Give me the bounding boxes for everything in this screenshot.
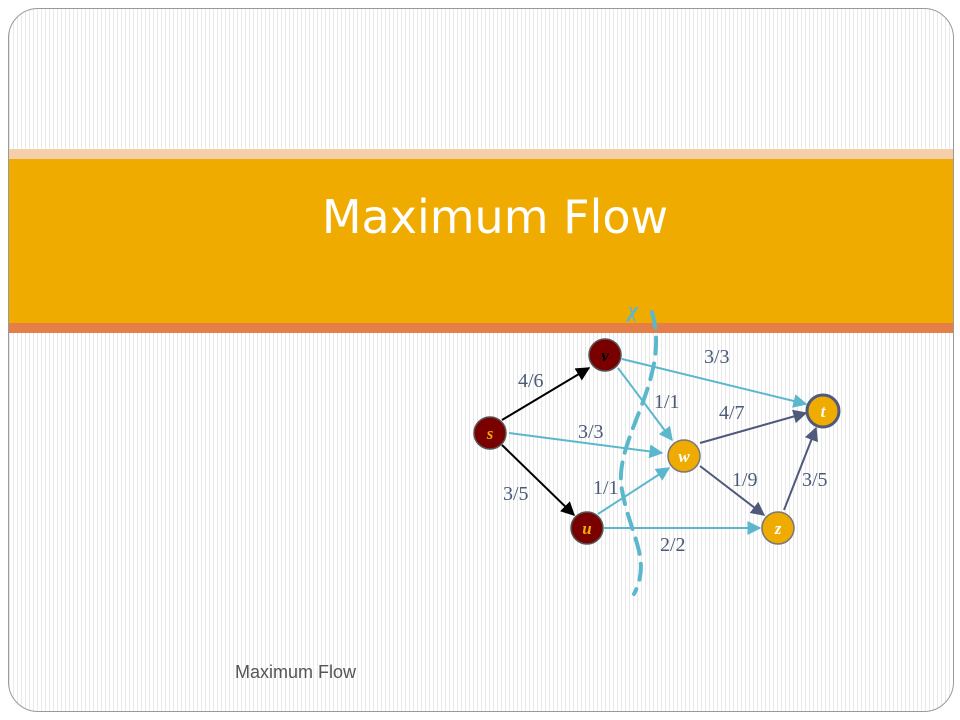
title-band-bottom-stripe	[9, 323, 953, 333]
edge-v-t	[621, 358, 808, 408]
edge-w-t	[699, 409, 808, 444]
edge-label-z-t: 3/5	[802, 469, 828, 491]
edge-label-s-v: 4/6	[518, 370, 544, 392]
edge-z-t	[783, 426, 818, 511]
node-u: u	[570, 511, 604, 545]
edge-w-z	[699, 465, 766, 516]
slide	[8, 8, 954, 712]
node-w: w	[667, 439, 701, 473]
edge-s-u	[501, 444, 576, 516]
edge-label-u-w: 1/1	[593, 477, 619, 499]
node-label-u: u	[582, 519, 591, 538]
node-label-v: v	[601, 346, 609, 365]
cut-label: χ	[625, 297, 639, 322]
slide-title: Maximum Flow	[321, 190, 669, 244]
edge-label-w-t: 4/7	[719, 402, 745, 424]
title-band-top-stripe	[9, 149, 953, 159]
cut-curve	[618, 310, 659, 596]
node-label-t: t	[821, 402, 827, 421]
node-label-s: s	[486, 424, 494, 443]
node-s: s	[473, 416, 507, 450]
edge-s-v	[501, 367, 591, 421]
slide-footer: Maximum Flow	[235, 662, 357, 682]
edge-label-v-w: 1/1	[654, 391, 680, 413]
node-label-w: w	[678, 447, 690, 466]
edge-v-w	[617, 367, 673, 442]
edge-label-w-z: 1/9	[732, 469, 758, 491]
node-z: z	[761, 511, 795, 545]
edge-label-v-t: 3/3	[704, 346, 730, 368]
edge-label-u-z: 2/2	[660, 534, 686, 556]
edge-label-s-w: 3/3	[578, 421, 604, 443]
node-t: t	[805, 393, 841, 429]
node-label-z: z	[774, 519, 782, 538]
edge-s-w	[508, 432, 664, 459]
edge-label-s-u: 3/5	[503, 483, 529, 505]
title-band	[9, 159, 953, 323]
node-v: v	[588, 338, 622, 372]
edge-u-w	[597, 467, 671, 515]
